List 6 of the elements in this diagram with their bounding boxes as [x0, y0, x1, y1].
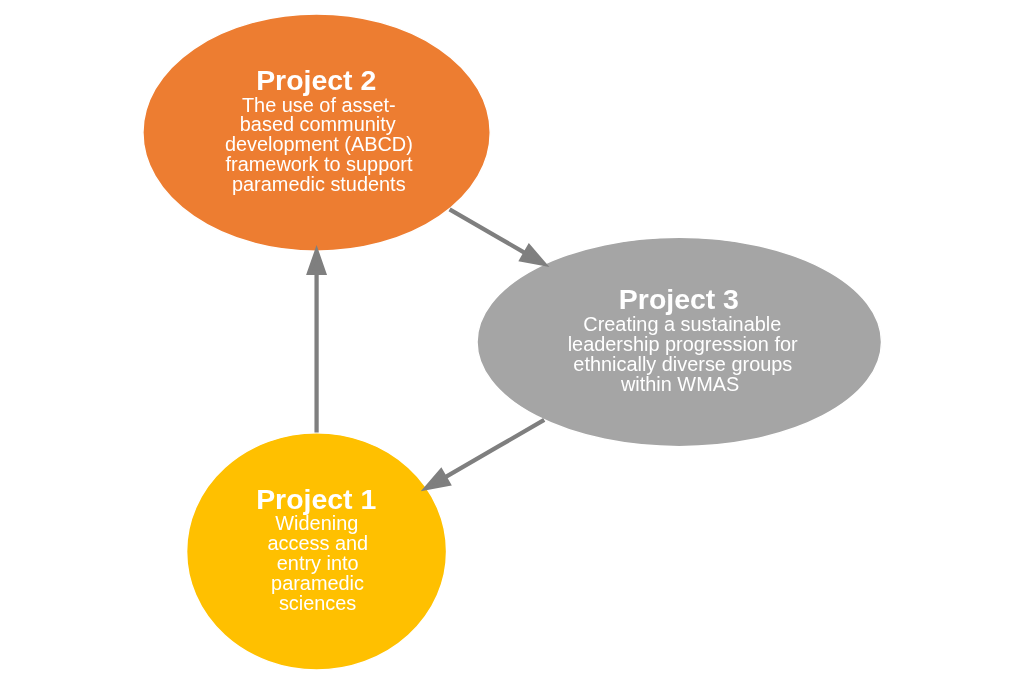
arrow	[448, 207, 550, 268]
node-ellipse: Project 2 The use of asset-based community development (ABCD) framework to support paramedic students	[142, 13, 491, 252]
arrow	[420, 418, 546, 492]
node-ellipse: Project 3 Creating a sustainable leadership progression for ethnically diverse groups within WMAS	[476, 236, 883, 448]
node-circle: Project 1 Widening access and entry into paramedic sciences	[185, 432, 448, 671]
arrow	[306, 244, 328, 433]
